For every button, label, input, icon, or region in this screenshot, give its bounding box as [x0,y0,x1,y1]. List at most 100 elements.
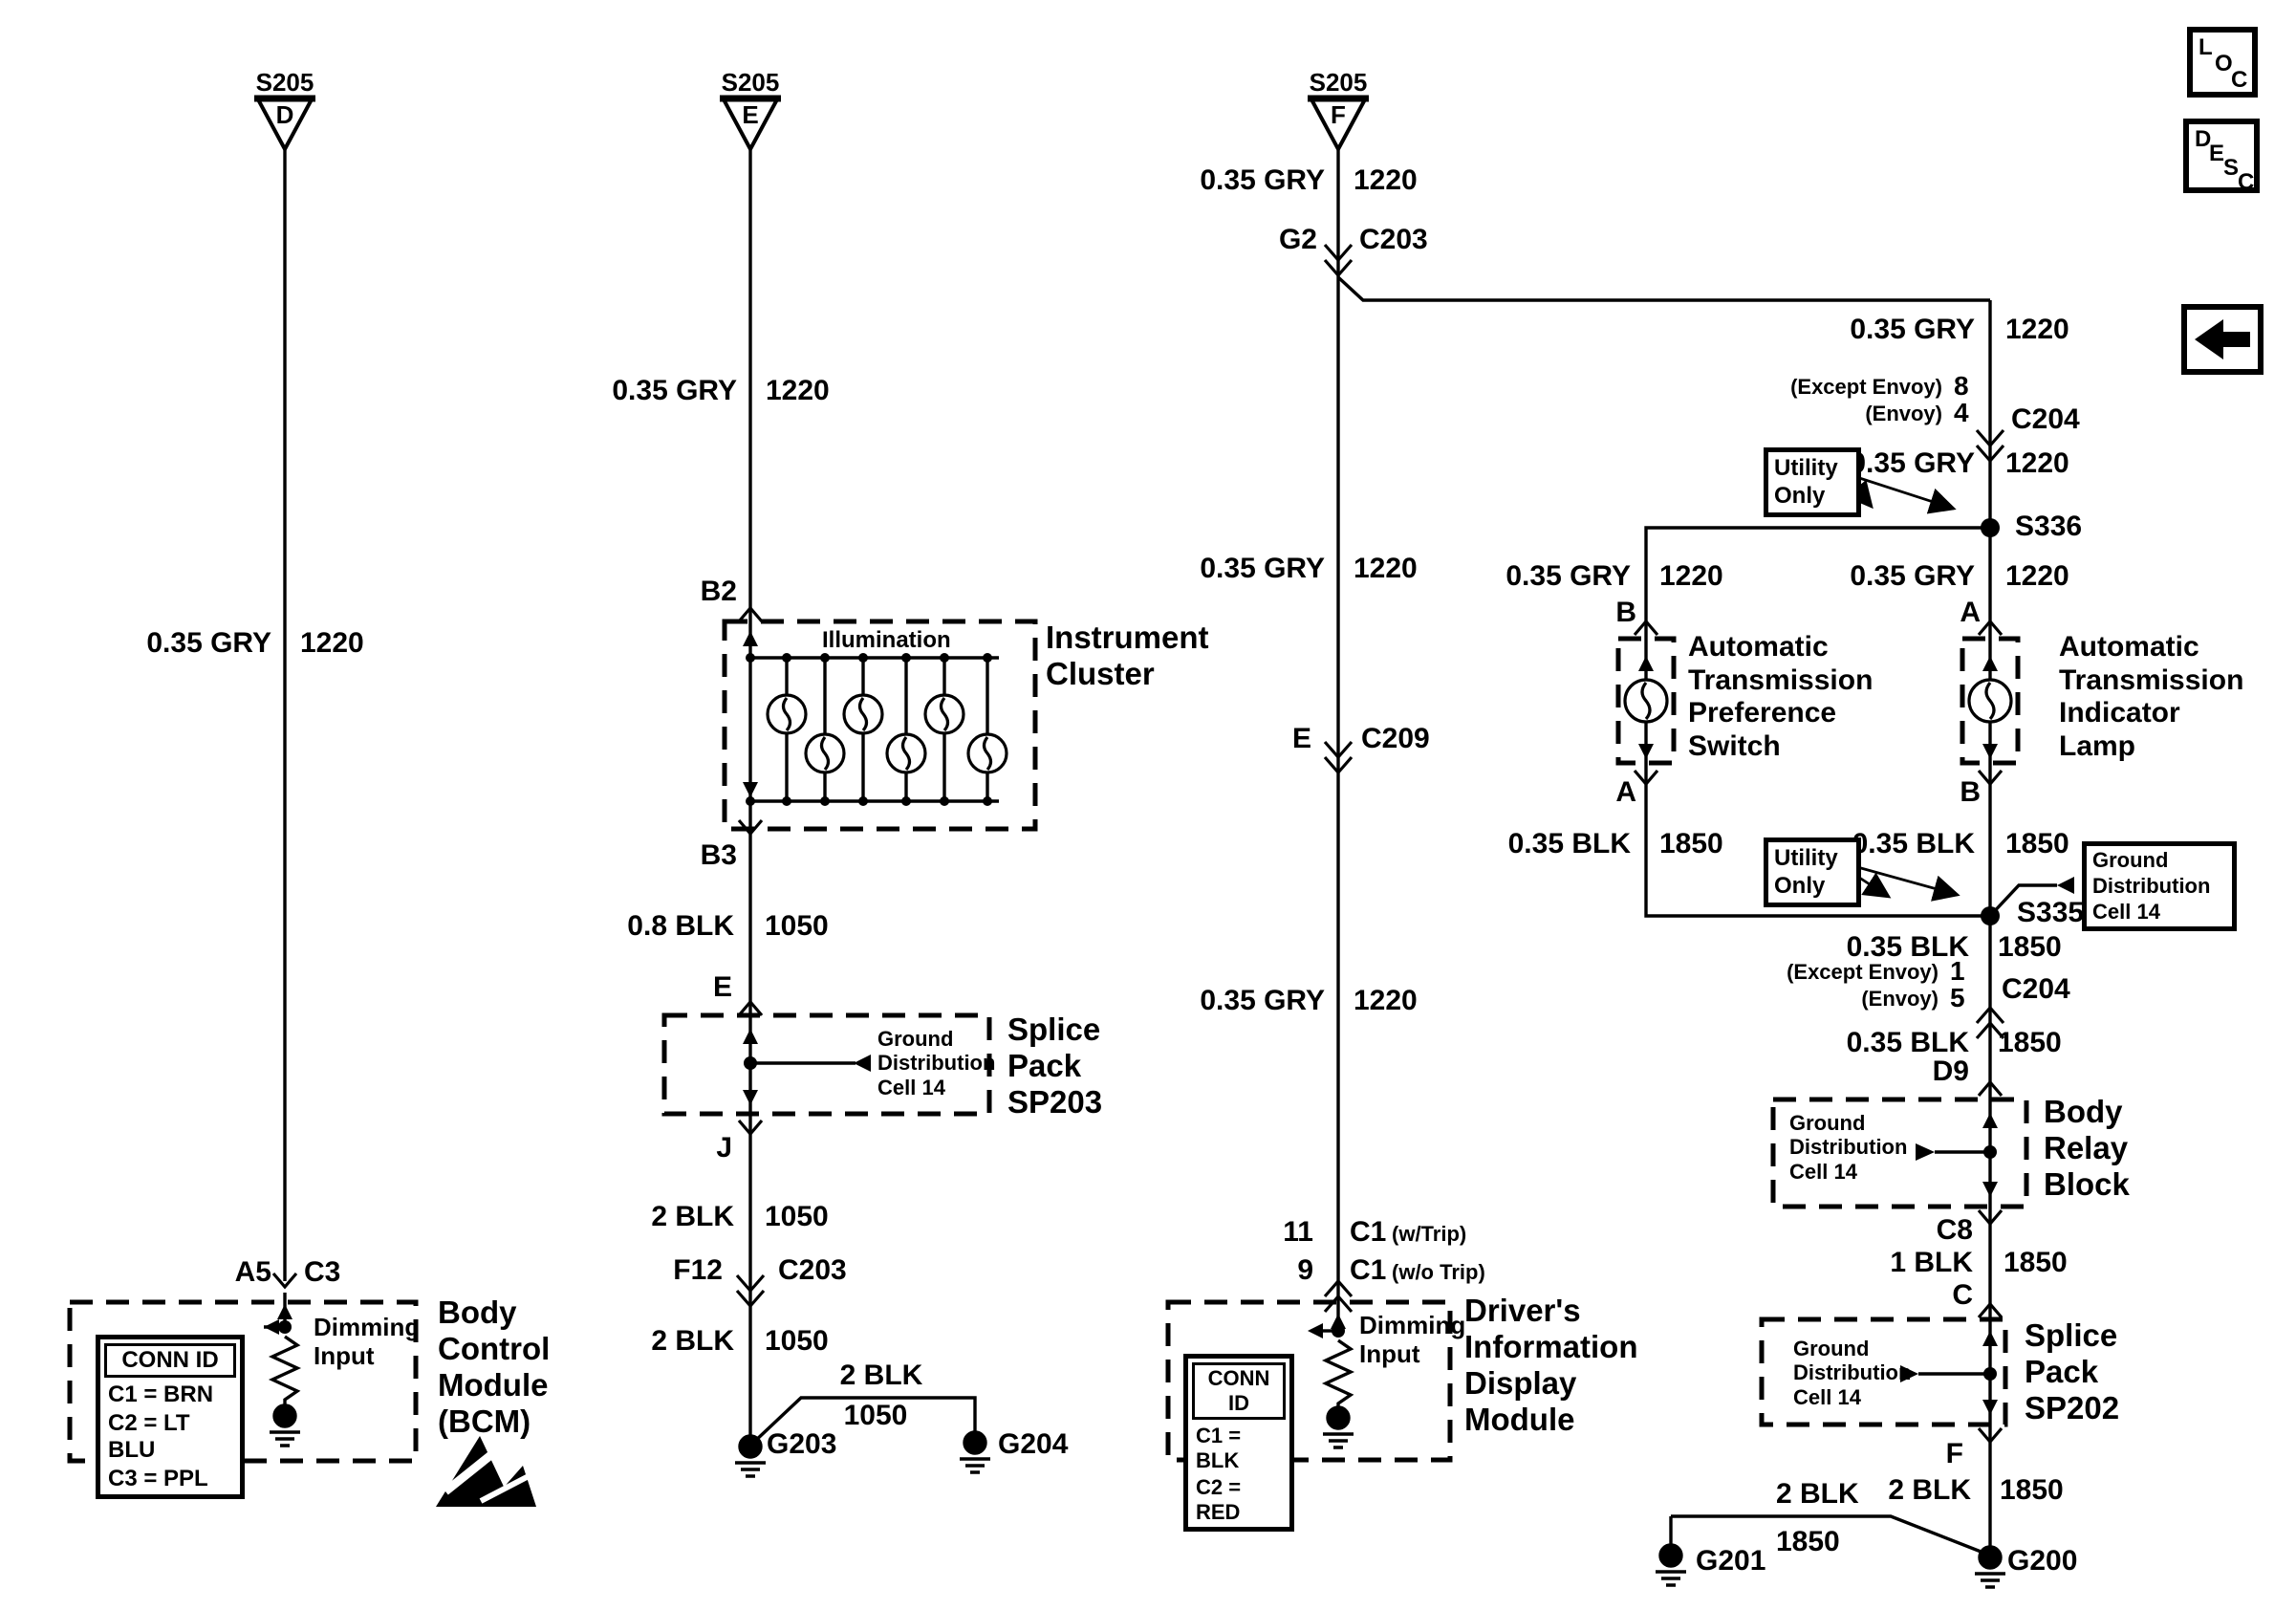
wire-atps-gauge: 0.35 GRY [1505,560,1631,592]
wire-col3b-gauge: 0.35 GRY [1200,553,1325,584]
pin-j: J [716,1132,732,1164]
wire-r3-circuit: 1850 [1998,931,2062,963]
wire-r6-gauge: 2 BLK [1888,1474,1971,1506]
ground-symbols [270,1403,2005,1589]
wire-col2d-gauge: 2 BLK [651,1325,734,1357]
connector-chevrons [271,243,2005,1445]
sp203-title: Splice Pack SP203 [1007,1012,1103,1120]
didm-conn-id-table-header: CONN ID [1192,1362,1286,1420]
loc-btn-letter: C [2231,67,2248,93]
ground-g203-label: G203 [767,1428,837,1460]
splice-s335-label: S335 [2017,897,2085,928]
loc-btn-letter: L [2199,34,2213,60]
ground-g200-label: G200 [2007,1545,2078,1577]
cluster-title: Instrument Cluster [1046,620,1209,691]
wire-atil-circuit: 1220 [2005,560,2069,592]
pin-c: C [1952,1279,1973,1311]
wire-col3a-gauge: 0.35 GRY [1200,164,1325,196]
wire-r2-circuit: 1220 [2005,447,2069,479]
splice-s205-d-label: S205 [255,68,314,97]
didm-conn-id-table-row: C1 = BLK [1196,1424,1242,1472]
pin-11: 11 [1283,1216,1313,1248]
note-except-envoy-8: (Except Envoy) [1790,375,1942,399]
wire-atil-gauge: 0.35 GRY [1850,560,1975,592]
bcm-conn-id-table-row: C2 = LT BLU [108,1410,190,1463]
wire-r2-gauge: 0.35 GRY [1850,447,1975,479]
wire-r1-gauge: 0.35 GRY [1850,314,1975,345]
splice-s205-f-letter: F [1331,100,1346,129]
bcm-title: Body Control Module (BCM) [438,1295,551,1439]
pin-c8: C8 [1936,1214,1973,1246]
atps-title: Automatic Transmission Preference Switch [1688,631,1874,762]
pin-f12: F12 [673,1254,723,1286]
wire-col2b-circuit: 1050 [765,910,829,942]
conn-c204-lower: C204 [2002,973,2070,1005]
conn-c203-lower: C203 [778,1254,847,1286]
wire-atil-out-circuit: 1850 [2005,828,2069,859]
conn-c1-wtrip-note: (w/Trip) [1392,1222,1467,1246]
splice-s205-d-letter: D [275,100,294,129]
pin-d9: D9 [1932,1055,1969,1087]
conn-c1-wtrip: C1 [1350,1216,1387,1248]
sp202-title: Splice Pack SP202 [2025,1317,2120,1425]
note-except-envoy-1: (Except Envoy) [1787,960,1939,984]
note-envoy-4: (Envoy) [1865,402,1942,425]
wire-r4-circuit: 1850 [1998,1027,2062,1058]
atil-title: Automatic Transmission Indicator Lamp [2059,631,2244,762]
pin-1: 1 [1950,956,1965,986]
wire-g204-gauge: 2 BLK [839,1360,923,1391]
utility-only-note-1: Utility Only [1764,447,1861,517]
bcm-conn-id-table-row: C1 = BRN [108,1382,214,1407]
didm-dimming-input-label: Dimming Input [1359,1311,1466,1368]
wire-col2-circuit: 1220 [766,375,830,406]
wire-col3c-gauge: 0.35 GRY [1200,985,1325,1016]
pin-9: 9 [1297,1254,1313,1286]
wire-atps-out-circuit: 1850 [1659,828,1723,859]
wire-col3a-circuit: 1220 [1354,164,1418,196]
conn-c3: C3 [304,1256,341,1288]
bcm-dimming-input-label: Dimming Input [314,1313,421,1370]
wire-col2c-gauge: 2 BLK [651,1201,734,1232]
sp202-gd-note: Ground Distribution Cell 14 [1793,1337,1912,1409]
component-dashed-boxes [67,619,2029,1464]
wire-atps-out-gauge: 0.35 BLK [1507,828,1631,859]
conn-c1-wotrip-note: (w/o Trip) [1392,1260,1485,1284]
pin-f: F [1945,1438,1963,1469]
conn-c1-wotrip: C1 [1350,1254,1387,1286]
back-arrow-button[interactable] [2181,304,2264,375]
bcm-conn-id-table-row: C3 = PPL [108,1466,208,1491]
wire-col2-gauge: 0.35 GRY [612,375,737,406]
pin-g2: G2 [1278,224,1317,255]
note-envoy-5: (Envoy) [1861,987,1939,1011]
desc-btn-letter: E [2209,141,2225,166]
brb-gd-note: Ground Distribution Cell 14 [1789,1111,1908,1184]
wire-left-gauge: 2 BLK [1776,1478,1859,1510]
pin-e-sp203: E [712,971,732,1003]
pin-b-atps: B [1615,597,1636,628]
wire-r3-gauge: 0.35 BLK [1846,931,1969,963]
pin-e-c209: E [1291,723,1311,754]
desc-btn-letter: S [2223,155,2240,181]
lamp-symbols [766,678,2013,774]
pin-b2: B2 [700,576,737,607]
wire-r6-circuit: 1850 [2000,1474,2064,1506]
wire-col2d-circuit: 1050 [765,1325,829,1357]
wire-col3c-circuit: 1220 [1354,985,1418,1016]
pin-a-atps: A [1615,776,1636,808]
left-arrow-icon [2195,319,2250,359]
wire-g204-circuit: 1050 [843,1400,908,1431]
splice-triangles [254,95,1369,154]
ground-distribution-ref-box: Ground Distribution Cell 14 [2082,841,2237,932]
sp203-gd-note: Ground Distribution Cell 14 [877,1027,996,1099]
splice-s205-e-letter: E [742,100,759,129]
wire-r4-gauge: 0.35 BLK [1846,1027,1969,1058]
conn-c203-upper: C203 [1359,224,1428,255]
conn-c204-upper: C204 [2011,403,2080,435]
didm-conn-id-table-row: C2 = RED [1196,1475,1242,1524]
